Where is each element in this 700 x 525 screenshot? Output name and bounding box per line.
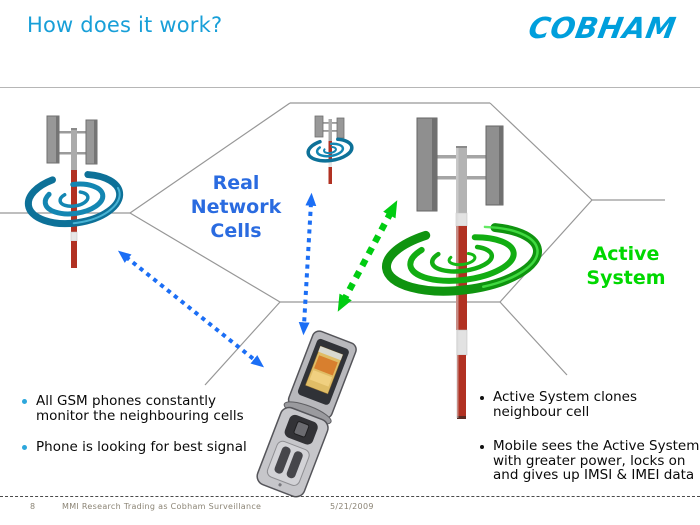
bullet-dot-icon bbox=[480, 396, 484, 400]
list-item: All GSM phones constantly monitor the ne… bbox=[22, 394, 254, 423]
list-item: Active System clones neighbour cell bbox=[480, 390, 700, 419]
page-number: 8 bbox=[30, 502, 36, 511]
active-system-label: Active System bbox=[556, 242, 696, 290]
bullet-text: Mobile sees the Active System with great… bbox=[493, 438, 700, 483]
radio-signal-spiral-icon bbox=[24, 170, 124, 228]
bullet-text: Active System clones neighbour cell bbox=[493, 389, 638, 420]
blue-arrow-middle-tower-phone bbox=[298, 192, 317, 336]
label-line: Real bbox=[212, 172, 260, 194]
label-line: System bbox=[586, 267, 666, 289]
middle-cell-tower bbox=[306, 115, 354, 184]
bullet-dot-icon bbox=[480, 445, 484, 449]
dotted-arrows bbox=[117, 192, 398, 368]
left-bullet-list: All GSM phones constantly monitor the ne… bbox=[22, 394, 254, 472]
antenna-panels bbox=[416, 117, 504, 212]
footer-credit: MMI Research Trading as Cobham Surveilla… bbox=[62, 502, 262, 511]
footer-date: 5/21/2009 bbox=[330, 502, 374, 511]
phone-mic bbox=[278, 483, 282, 487]
phone-dpad-center bbox=[293, 421, 310, 438]
phone-screen-content bbox=[309, 370, 333, 387]
label-line: Cells bbox=[210, 220, 262, 242]
bullet-text: All GSM phones constantly monitor the ne… bbox=[36, 393, 244, 424]
header-divider bbox=[0, 87, 700, 88]
green-arrow-active-system-phone bbox=[337, 200, 398, 312]
tower-mast bbox=[70, 128, 78, 268]
antenna-panels bbox=[46, 115, 98, 165]
radio-signal-spiral-icon bbox=[306, 137, 354, 163]
right-cell-tower bbox=[381, 117, 543, 419]
flip-phone-icon bbox=[256, 330, 357, 498]
blue-arrow-left-tower-phone bbox=[117, 250, 265, 368]
bullet-dot-icon bbox=[22, 445, 27, 450]
real-network-cells-label: Real Network Cells bbox=[163, 171, 309, 243]
bullet-dot-icon bbox=[22, 399, 27, 404]
list-item: Mobile sees the Active System with great… bbox=[480, 439, 700, 483]
label-line: Network bbox=[190, 196, 282, 218]
footer-divider bbox=[0, 496, 700, 497]
phone-key bbox=[274, 446, 291, 474]
label-line: Active bbox=[592, 243, 660, 265]
list-item: Phone is looking for best signal bbox=[22, 440, 254, 455]
tower-mast bbox=[328, 119, 332, 184]
phone-screen-content bbox=[314, 355, 338, 376]
page-title: How does it work? bbox=[27, 13, 223, 37]
phone-key bbox=[286, 451, 303, 479]
phone-screen-statusbar bbox=[318, 346, 343, 361]
left-cell-tower bbox=[24, 115, 124, 268]
bullet-text: Phone is looking for best signal bbox=[36, 439, 247, 455]
right-bullet-list: Active System clones neighbour cell Mobi… bbox=[480, 390, 700, 503]
